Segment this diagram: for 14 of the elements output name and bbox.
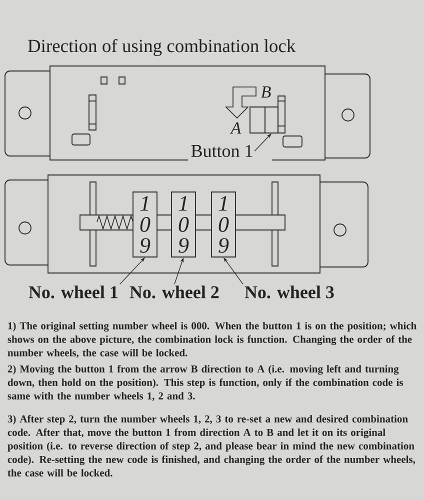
number-wheel: 1 0 9 [132,192,158,258]
part-label: No. wheel 2 [130,286,219,298]
instruction-text: 2) Moving the button 1 from the arrow B direction to A (i.e. moving left and turning down, then hold on the position). This step is function, only if the combination code is same with the number wheels 1, 2 and 3. [8,364,404,401]
number-wheel: 1 0 9 [211,192,236,258]
letter-label: A [230,122,242,134]
slide-button [264,106,278,134]
instruction-text: 3) After step 2, turn the number wheels 1, 2, 3 to re-set a new and desired combination code. After that, move the button 1 from direction A to B and let it on its original position (i.e. to reverse direction of step 2, and please bear in mind the new combination code). Re-setting the new code is finished, and changing the order of the number wheels, the case will be locked. [8,414,416,476]
part-label: Button 1 [191,144,252,158]
title: Direction of using combination lock [28,38,296,56]
part-label: No. wheel 3 [244,286,334,298]
number-wheel: 1 0 9 [171,192,196,258]
part-label: No. wheel 1 [28,286,118,298]
instruction-text: 1) The original setting number wheel is 000. When the button 1 is on the position; which shows on the above picture, the combination lock is function. Changing the order of the number wheels, the case will be locked. [8,322,417,358]
letter-label: B [260,86,271,98]
